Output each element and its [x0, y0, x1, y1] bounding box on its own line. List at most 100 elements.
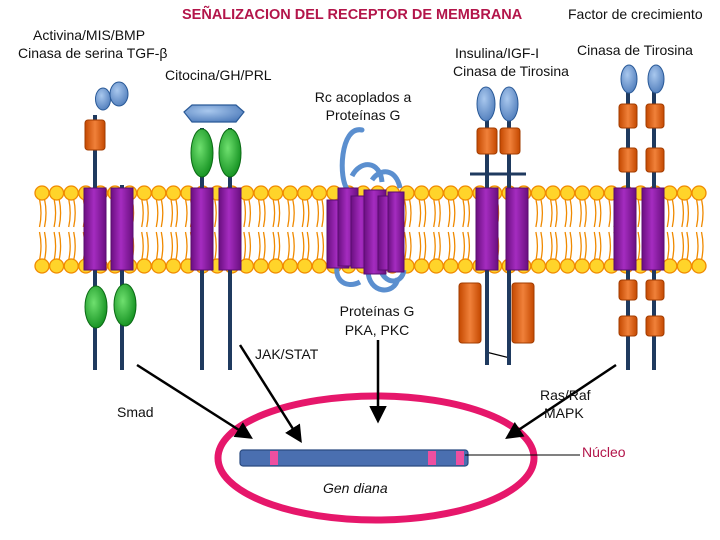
lipid-tail — [549, 231, 553, 261]
orange-domain — [476, 127, 498, 155]
orange-domain — [84, 119, 106, 151]
lipid-tail — [535, 231, 539, 261]
ligand-blue-icon — [109, 81, 129, 107]
lipid-head — [559, 258, 576, 274]
lipid-tail — [579, 198, 582, 228]
kinase-domain-green — [84, 285, 108, 329]
lipid-tail — [73, 198, 76, 228]
kinase-domain-green — [113, 283, 137, 327]
lipid-tail — [637, 198, 641, 228]
orange-domain — [645, 103, 665, 129]
lipid-tail — [287, 198, 290, 228]
lipid-tail — [68, 198, 71, 228]
transmembrane-segment — [475, 187, 499, 271]
lipid-head — [311, 258, 328, 274]
lipid-head — [530, 185, 547, 201]
lipid-tail — [155, 198, 159, 228]
lipid-head — [151, 258, 167, 274]
lipid-tail — [579, 231, 582, 261]
extracellular-domain-green — [190, 128, 214, 178]
lipid-head — [691, 258, 707, 274]
lipid-tail — [43, 198, 47, 228]
lipid-tail — [160, 198, 164, 228]
lipid-tail — [403, 231, 407, 261]
lipid-tail — [155, 231, 159, 261]
label-rc-proteinas-g: Proteínas G — [325, 107, 401, 123]
lipid-tail — [262, 231, 266, 261]
transmembrane-segment — [613, 187, 637, 271]
lipid-tail — [248, 231, 252, 261]
lipid-head — [253, 185, 269, 201]
lipid-tail — [170, 231, 174, 261]
lipid-tail — [462, 198, 466, 228]
lipid-tail — [598, 231, 602, 261]
lipid-tail — [593, 231, 597, 261]
lipid-tail — [564, 231, 568, 261]
lipid-tail — [287, 231, 290, 261]
lipid-tail — [170, 198, 174, 228]
lipid-head — [574, 258, 590, 274]
lipid-tail — [306, 198, 310, 228]
orange-domain — [618, 315, 638, 337]
lipid-head — [530, 258, 547, 274]
gene-marker — [270, 451, 278, 465]
lipid-tail — [316, 231, 320, 261]
lipid-tail — [321, 231, 325, 261]
lipid-tail — [540, 231, 544, 261]
lipid-head — [136, 185, 152, 201]
lipid-tail — [53, 231, 57, 261]
lipid-tail — [686, 231, 690, 261]
orange-domain — [618, 279, 638, 301]
lipid-tail — [38, 198, 42, 228]
lipid-head — [136, 258, 152, 274]
lipid-head — [457, 258, 474, 274]
lipid-tail — [408, 231, 412, 261]
lipid-tail — [467, 198, 471, 228]
lipid-tail — [272, 198, 276, 228]
lipid-tail — [535, 198, 539, 228]
lipid-tail — [695, 231, 699, 261]
lipid-tail — [423, 231, 427, 261]
lipid-tail — [686, 198, 690, 228]
lipid-tail — [306, 231, 310, 261]
lipid-head — [282, 258, 298, 274]
gene-marker — [456, 451, 464, 465]
lipid-head — [165, 185, 182, 201]
receptor-tgf-beta — [83, 81, 137, 370]
lipid-tail — [243, 198, 247, 228]
lipid-tail — [38, 231, 42, 261]
transmembrane-segment — [505, 187, 529, 271]
label-citocina: Citocina/GH/PRL — [165, 67, 272, 83]
lipid-head — [282, 185, 298, 201]
lipid-head — [413, 258, 430, 274]
label-rc-acoplados: Rc acoplados a — [314, 89, 412, 105]
alpha-subunit-blue — [476, 86, 496, 122]
lipid-head — [151, 185, 167, 201]
lipid-tail — [666, 198, 670, 228]
lipid-tail — [141, 231, 144, 261]
lipid-tail — [554, 198, 558, 228]
lipid-tail — [301, 198, 305, 228]
orange-domain — [645, 279, 665, 301]
lipid-tail — [301, 231, 305, 261]
lipid-tail — [462, 231, 466, 261]
lipid-tail — [637, 231, 641, 261]
lipid-tail — [700, 231, 704, 261]
transmembrane-segment — [190, 187, 214, 271]
transmembrane-segment — [218, 187, 242, 271]
label-smad: Smad — [117, 404, 154, 420]
lipid-tail — [593, 198, 597, 228]
lipid-head — [267, 258, 284, 274]
label-nucleo: Núcleo — [582, 444, 626, 460]
lipid-head — [253, 258, 269, 274]
nucleus-envelope — [214, 392, 538, 524]
lipid-tail — [681, 198, 685, 228]
orange-domain — [645, 147, 665, 173]
page-title: SEÑALIZACION DEL RECEPTOR DE MEMBRANA — [182, 7, 523, 23]
signal-arrows — [136, 340, 617, 443]
lipid-head — [48, 185, 65, 201]
receptor-growth-factor — [613, 64, 665, 370]
lipid-tail — [608, 198, 612, 228]
lipid-tail — [277, 231, 281, 261]
